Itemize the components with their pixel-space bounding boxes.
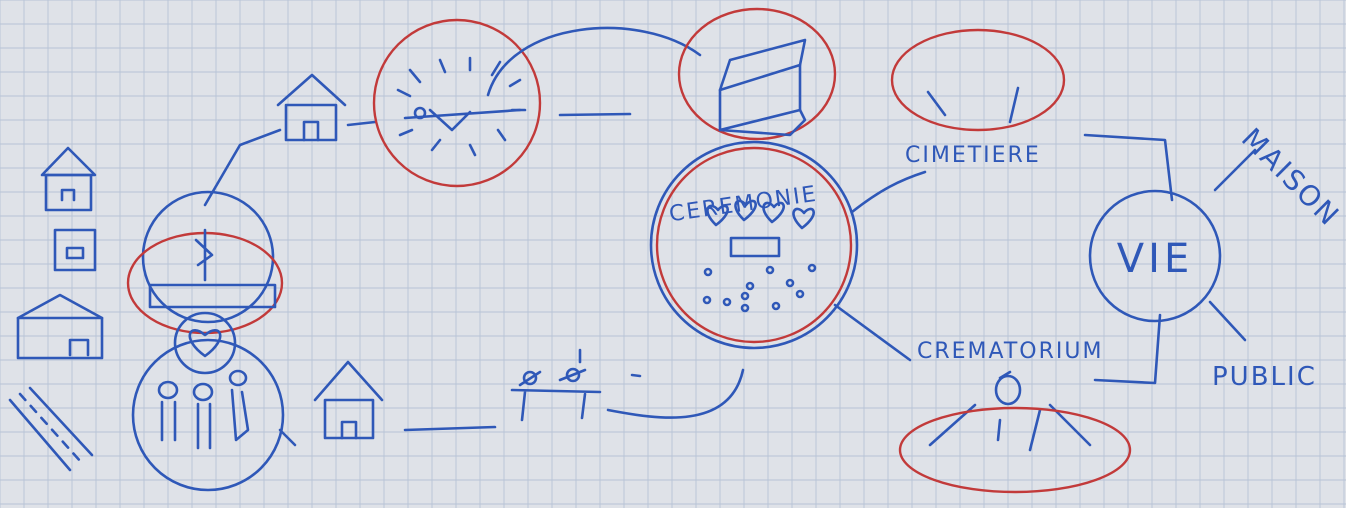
candle-icon [150, 230, 275, 307]
cimetiere-node: CIMETIERE [892, 30, 1064, 168]
family-group [128, 192, 295, 490]
cimetiere-label: CIMETIERE [905, 143, 1041, 168]
crematorium-node: CREMATORIUM [900, 339, 1130, 492]
ceremony-circle: CEREMONIE [651, 142, 857, 348]
vie-node: VIE [1090, 191, 1220, 321]
public-label: PUBLIC [1212, 362, 1317, 392]
vie-label: VIE [1117, 236, 1193, 282]
bottom-house-icon [315, 362, 382, 438]
deathbed-circle [374, 20, 540, 186]
left-house-icon-2 [18, 295, 102, 358]
road-icon [10, 388, 92, 470]
coffin-circle [679, 9, 835, 139]
left-house-icon-1 [42, 148, 95, 210]
crematorium-label: CREMATORIUM [917, 339, 1103, 364]
family-icon [159, 371, 248, 448]
